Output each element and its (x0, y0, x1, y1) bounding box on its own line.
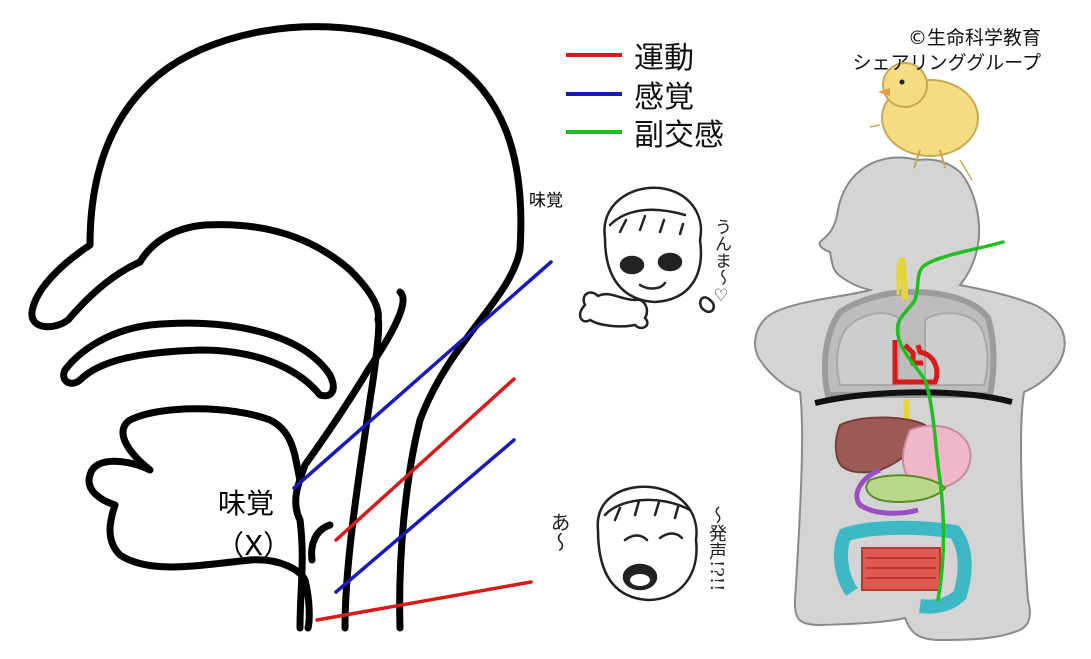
legend-item-motor: 運動 (566, 33, 694, 77)
doodle-text-ah: あ〜 (547, 512, 571, 552)
doodle-text-delicious: うんま〜♡ (711, 218, 731, 306)
legend-label: 運動 (634, 41, 694, 76)
liver (834, 416, 927, 474)
chick-doodle (869, 62, 979, 181)
taste-label-small: 味覚 (529, 191, 563, 211)
credit-line-1: ©生命科学教育 (907, 27, 1041, 49)
legend-label: 感覚 (634, 80, 694, 115)
lungs (836, 312, 989, 386)
taste-label: 味覚 (218, 487, 275, 520)
vagus-nerve-line (895, 240, 1005, 602)
palate-lower (60, 319, 337, 400)
heart (892, 340, 940, 385)
duodenum (854, 467, 919, 516)
esophagus (898, 257, 909, 301)
nerve-lines (292, 260, 553, 622)
palate-upper (136, 221, 382, 324)
taste-x-label: （X） (216, 529, 292, 562)
legend-swatch-blue (566, 92, 622, 96)
motor-line-upper (334, 377, 516, 542)
legend-item-sensory: 感覚 (566, 72, 694, 116)
chin-front (308, 521, 334, 564)
legend-label: 副交感 (634, 118, 724, 153)
small-intestine-folds (866, 557, 936, 579)
body-figure (754, 156, 1066, 642)
tongue-jaw (85, 405, 313, 632)
diaphragm (814, 389, 1013, 406)
credit-block: ©生命科学教育 シェアリンググループ (853, 26, 1041, 76)
sensory-line-lower (334, 438, 516, 594)
skull-face-contour (28, 23, 525, 632)
motor-line-lower (315, 580, 533, 622)
credit-line-2: シェアリンググループ (852, 52, 1041, 74)
eating-face-doodle (578, 186, 715, 330)
doodle-text-voice: 〜発声!?!! (706, 506, 727, 592)
sensory-line-upper (292, 260, 553, 490)
speaking-face-doodle (596, 485, 698, 602)
pancreas (865, 474, 947, 503)
pharynx-wall (341, 246, 524, 632)
legend-swatch-green (566, 130, 622, 134)
legend-swatch-red (566, 53, 622, 57)
head-outline (28, 23, 525, 632)
large-intestine (833, 520, 972, 614)
legend-item-parasympathetic: 副交感 (566, 110, 724, 154)
body-silhouette (754, 156, 1066, 642)
